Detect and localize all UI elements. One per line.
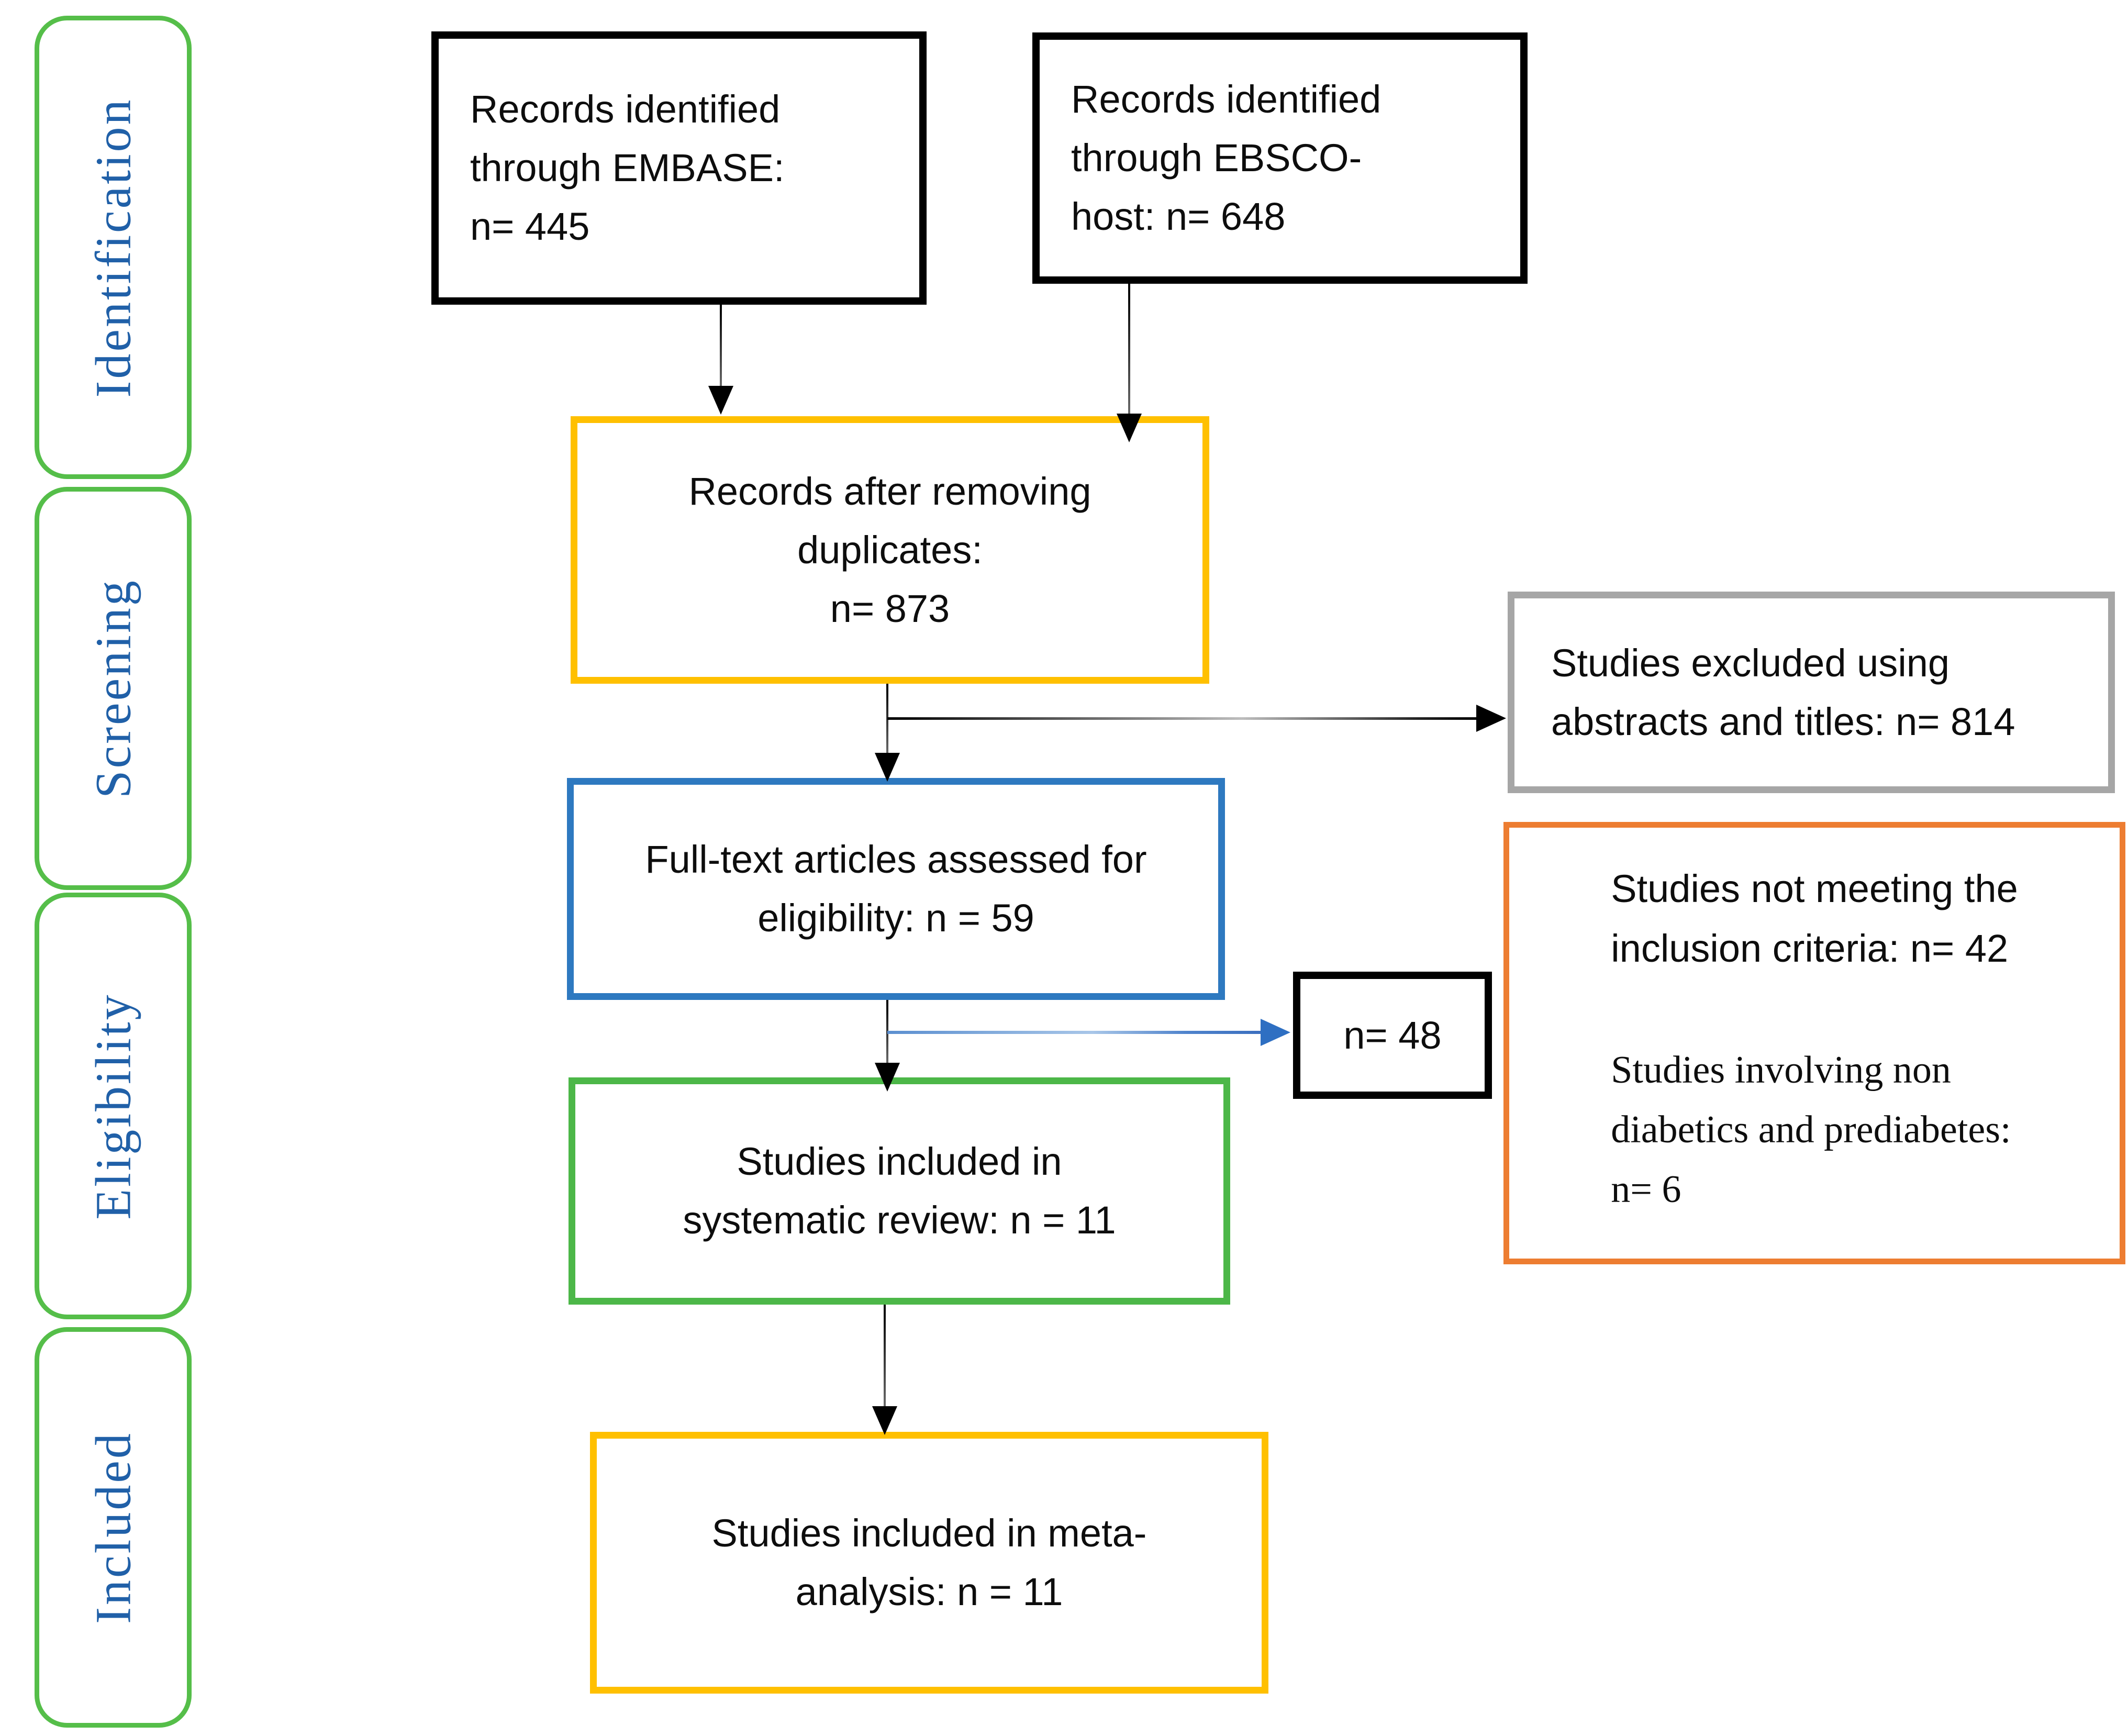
arrow-line [884, 1305, 886, 1407]
box-text: n= 48 [1343, 1013, 1442, 1057]
box-records-embase: Records identified through EMBASE: n= 44… [431, 31, 927, 305]
stage-label: Identification [85, 97, 141, 398]
arrow-head [872, 1406, 897, 1435]
box-records-deduplicated: Records after removing duplicates: n= 87… [571, 416, 1209, 684]
box-text: Records after removing duplicates: n= 87… [688, 469, 1091, 630]
box-text: Records identified through EBSCO- host: … [1071, 77, 1381, 238]
stage-label: Included [85, 1431, 141, 1624]
arrow-head [875, 1063, 900, 1092]
box-fulltext-assessed: Full-text articles assessed for eligibil… [567, 778, 1225, 1000]
box-text: Full-text articles assessed for eligibil… [645, 838, 1147, 940]
box-text: Studies included in meta- analysis: n = … [711, 1511, 1147, 1613]
box-text: Records identified through EMBASE: n= 44… [470, 87, 785, 248]
stage-included: Included [35, 1327, 192, 1728]
arrow-line [720, 305, 722, 387]
stage-label: Screening [85, 578, 141, 798]
stage-identification: Identification [35, 16, 192, 479]
arrow-line [887, 717, 1478, 720]
box-records-ebsco: Records identified through EBSCO- host: … [1032, 32, 1528, 284]
stage-label: Eligibility [85, 992, 141, 1220]
box-text: Studies excluded using abstracts and tit… [1551, 641, 2015, 743]
stage-screening: Screening [35, 487, 192, 890]
box-included-meta-analysis: Studies included in meta- analysis: n = … [590, 1432, 1268, 1694]
arrow-line [1128, 284, 1130, 415]
arrow-head [1117, 414, 1142, 442]
arrow-head [708, 386, 733, 415]
stage-eligibility: Eligibility [35, 893, 192, 1319]
exclusion-reason-2: Studies involving non diabetics and pred… [1611, 1049, 2011, 1211]
box-excluded-fulltext-count: n= 48 [1293, 972, 1492, 1099]
exclusion-reason-1: Studies not meeting the inclusion criter… [1611, 867, 2018, 970]
box-included-systematic-review: Studies included in systematic review: n… [569, 1077, 1230, 1305]
arrow-head [875, 753, 900, 782]
box-text: Studies included in systematic review: n… [683, 1140, 1116, 1242]
box-studies-excluded-abstracts: Studies excluded using abstracts and tit… [1508, 592, 2115, 793]
arrow-head [1261, 1019, 1290, 1046]
arrow-head [1476, 705, 1506, 732]
exclusion-reasons-text: Studies not meeting the inclusion criter… [1574, 828, 2055, 1219]
box-exclusion-reasons: Studies not meeting the inclusion criter… [1503, 822, 2125, 1264]
arrow-line [887, 1031, 1261, 1034]
